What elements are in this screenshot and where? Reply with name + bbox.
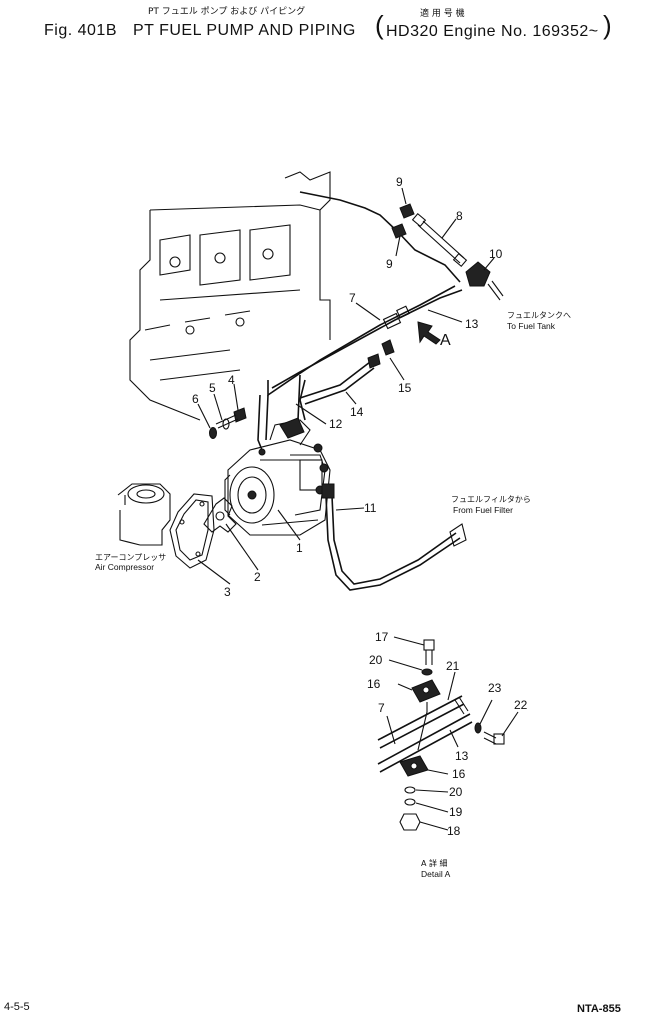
figure-label: Fig. 401B <box>44 22 117 39</box>
detail-callout-7: 7 <box>378 701 385 715</box>
callout-4: 4 <box>228 373 235 387</box>
callout-13: 13 <box>465 317 479 331</box>
open-paren: ( <box>375 10 384 40</box>
callout-3: 3 <box>224 585 231 599</box>
figure-title: PT FUEL PUMP AND PIPING <box>133 22 356 39</box>
engine-block-outline <box>129 171 331 421</box>
detail-a-title-jp: A 詳 細 <box>421 858 448 868</box>
to-tank-note-en: To Fuel Tank <box>507 321 556 331</box>
serial-range: HD320 Engine No. 169352~ <box>386 23 599 40</box>
washer-6 <box>209 427 217 439</box>
diagram-code: NTA-855 <box>577 1003 621 1015</box>
view-arrow-a-label: A <box>440 332 451 349</box>
detail-callout-23: 23 <box>488 681 502 695</box>
detail-callout-19: 19 <box>449 805 463 819</box>
air-compressor-note-jp: エアーコンプレッサ <box>95 553 166 562</box>
detail-callout-16-upper: 16 <box>367 677 381 691</box>
detail-callout-20-lower: 20 <box>449 785 463 799</box>
title-japanese: PT フュエル ポンプ および パイピング <box>148 5 305 17</box>
fuel-return-line <box>257 191 463 451</box>
callout-15: 15 <box>398 381 412 395</box>
detail-callout-17: 17 <box>375 630 389 644</box>
callout-5: 5 <box>209 381 216 395</box>
callout-7: 7 <box>349 291 356 305</box>
callout-14: 14 <box>350 405 364 419</box>
detail-callout-22: 22 <box>514 698 528 712</box>
callout-numbers: 1 2 3 4 5 6 7 8 9 9 10 11 12 13 14 15 7 … <box>192 175 528 838</box>
view-arrow-a: A <box>417 321 451 349</box>
close-paren: ) <box>603 10 612 40</box>
coupling-2 <box>203 497 237 533</box>
fitting-9-lower <box>391 223 407 239</box>
hose-14 <box>299 353 381 405</box>
serial-japanese: 適 用 号 機 <box>420 7 465 19</box>
to-tank-note-jp: フュエルタンクへ <box>507 311 571 320</box>
bolt-4 <box>215 407 247 429</box>
detail-a-assembly <box>377 639 505 831</box>
detail-callout-13: 13 <box>455 749 469 763</box>
air-compressor-note-en: Air Compressor <box>95 562 154 572</box>
fitting-15 <box>381 339 395 356</box>
fuel-pump-body <box>224 417 331 536</box>
annotation-notes: フュエルタンクへ To Fuel Tank フュエルフィルタから From Fu… <box>95 311 571 879</box>
callout-6: 6 <box>192 392 199 406</box>
from-filter-note-jp: フュエルフィルタから <box>451 495 531 504</box>
detail-callout-21: 21 <box>446 659 460 673</box>
callout-2: 2 <box>254 570 261 584</box>
washer-5 <box>222 418 230 430</box>
detail-a-title-en: Detail A <box>421 869 451 879</box>
fitting-8 <box>411 212 468 268</box>
detail-callout-20-upper: 20 <box>369 653 383 667</box>
fitting-10 <box>465 261 504 301</box>
detail-callout-18: 18 <box>447 824 461 838</box>
callout-9-lower: 9 <box>386 257 393 271</box>
from-filter-note-en: From Fuel Filter <box>453 505 513 515</box>
inlet-hose-11 <box>321 483 467 591</box>
fitting-9-upper <box>399 203 415 219</box>
callout-10: 10 <box>489 247 503 261</box>
callout-1: 1 <box>296 541 303 555</box>
gasket-3 <box>169 493 215 569</box>
callout-11: 11 <box>364 501 377 515</box>
page-reference: 4-5-5 <box>4 1001 30 1013</box>
detail-callout-16-lower: 16 <box>452 767 466 781</box>
callout-9-upper: 9 <box>396 175 403 189</box>
callout-8: 8 <box>456 209 463 223</box>
callout-12: 12 <box>329 417 343 431</box>
air-compressor-outline <box>117 483 171 546</box>
leader-lines <box>197 187 519 831</box>
